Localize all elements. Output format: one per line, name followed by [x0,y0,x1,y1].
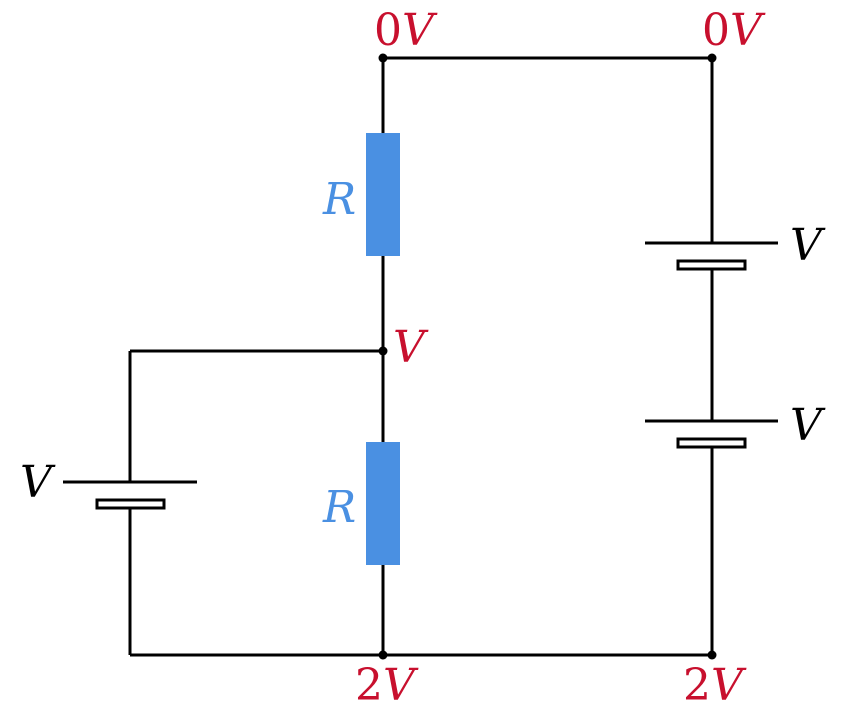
node-label-top-right: 0V [702,5,766,56]
junction-bottom-left [378,650,388,660]
battery-right-lower-label: V [790,400,826,451]
resistor-lower-label: R [322,482,356,533]
junction-top-right [707,53,717,63]
node-label-middle: V [393,322,429,373]
battery-right-upper-short-plate [676,259,747,271]
battery-right-lower-short-plate [676,437,747,449]
junction-middle [378,346,388,356]
wires [128,56,714,657]
junctions [378,53,717,660]
node-label-bottom-left: 2V [355,660,419,711]
battery-left-label: V [20,457,56,508]
resistor-upper [366,133,400,256]
battery-left [63,400,197,580]
battery-left-short-plate [95,498,166,510]
resistor-upper-label: R [322,174,356,225]
resistor-lower [366,442,400,565]
node-label-top-left: 0V [374,5,438,56]
battery-right-lower [645,419,778,520]
battery-right-upper [645,160,778,421]
junction-bottom-right [707,650,717,660]
node-label-bottom-right: 2V [683,660,747,711]
junction-top-left [378,53,388,63]
battery-right-upper-label: V [790,220,826,271]
